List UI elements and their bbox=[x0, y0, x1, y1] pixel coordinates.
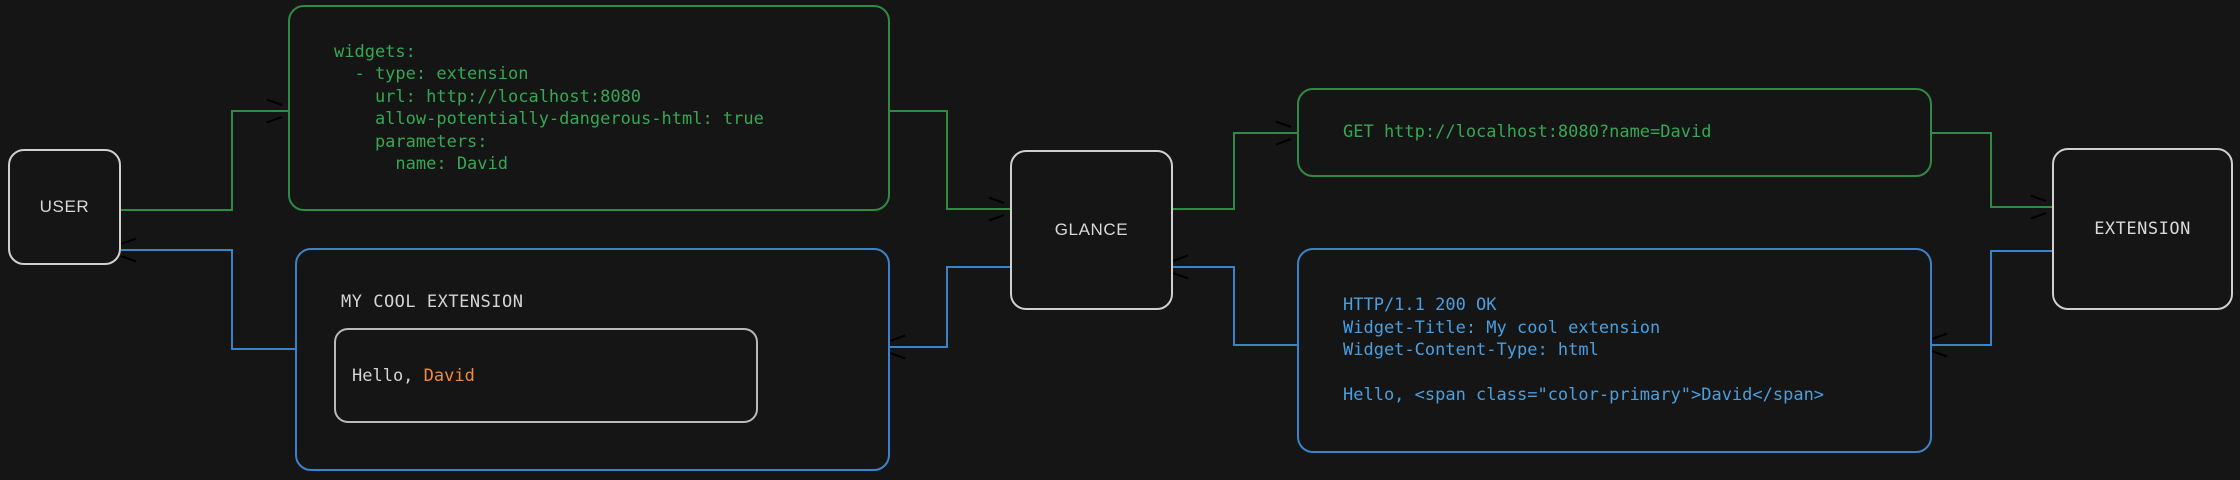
edge-segment bbox=[121, 249, 233, 251]
node-glance-label: GLANCE bbox=[1054, 220, 1129, 239]
edge-segment bbox=[231, 348, 295, 350]
widget-preview-panel: MY COOL EXTENSION Hello, David bbox=[295, 248, 890, 471]
node-extension-label: EXTENSION bbox=[2094, 219, 2191, 239]
edge-segment bbox=[231, 110, 289, 112]
edge-segment bbox=[1233, 266, 1235, 346]
message-http-response: HTTP/1.1 200 OK Widget-Title: My cool ex… bbox=[1297, 248, 1932, 453]
widget-preview-title: MY COOL EXTENSION bbox=[341, 292, 524, 312]
edge-segment bbox=[1932, 344, 1992, 346]
edge-segment bbox=[890, 110, 948, 112]
edge-segment bbox=[121, 209, 232, 211]
edge-segment bbox=[231, 110, 233, 211]
node-user-label: USER bbox=[39, 197, 90, 216]
edge-segment bbox=[1990, 250, 1992, 346]
node-user[interactable]: USER bbox=[8, 149, 121, 265]
yaml-config-text: widgets: - type: extension url: http://l… bbox=[334, 41, 764, 175]
node-extension[interactable]: EXTENSION bbox=[2052, 148, 2233, 310]
edge-segment bbox=[890, 346, 948, 348]
http-request-text: GET http://localhost:8080?name=David bbox=[1343, 122, 1712, 143]
widget-greeting-name: David bbox=[423, 365, 475, 386]
edge-segment bbox=[1990, 132, 1992, 208]
edge-segment bbox=[1932, 132, 1992, 134]
node-glance[interactable]: GLANCE bbox=[1010, 150, 1173, 310]
edge-segment bbox=[1233, 132, 1235, 210]
message-yaml-config: widgets: - type: extension url: http://l… bbox=[288, 5, 890, 211]
widget-greeting-prefix: Hello, bbox=[352, 365, 424, 386]
message-http-request: GET http://localhost:8080?name=David bbox=[1297, 88, 1932, 177]
edge-segment bbox=[946, 110, 948, 210]
edge-segment bbox=[1173, 208, 1235, 210]
edge-segment bbox=[1990, 206, 2052, 208]
edge-segment bbox=[231, 249, 233, 350]
edge-segment bbox=[1233, 132, 1297, 134]
edge-segment bbox=[1990, 250, 2052, 252]
edge-segment bbox=[946, 208, 1010, 210]
edge-segment bbox=[946, 266, 1010, 268]
widget-greeting-line: Hello, David bbox=[352, 366, 475, 386]
edge-segment bbox=[946, 266, 948, 348]
edge-segment bbox=[1233, 344, 1297, 346]
widget-preview-card: Hello, David bbox=[334, 328, 758, 423]
edge-segment bbox=[1173, 266, 1235, 268]
http-response-text: HTTP/1.1 200 OK Widget-Title: My cool ex… bbox=[1343, 295, 1825, 406]
